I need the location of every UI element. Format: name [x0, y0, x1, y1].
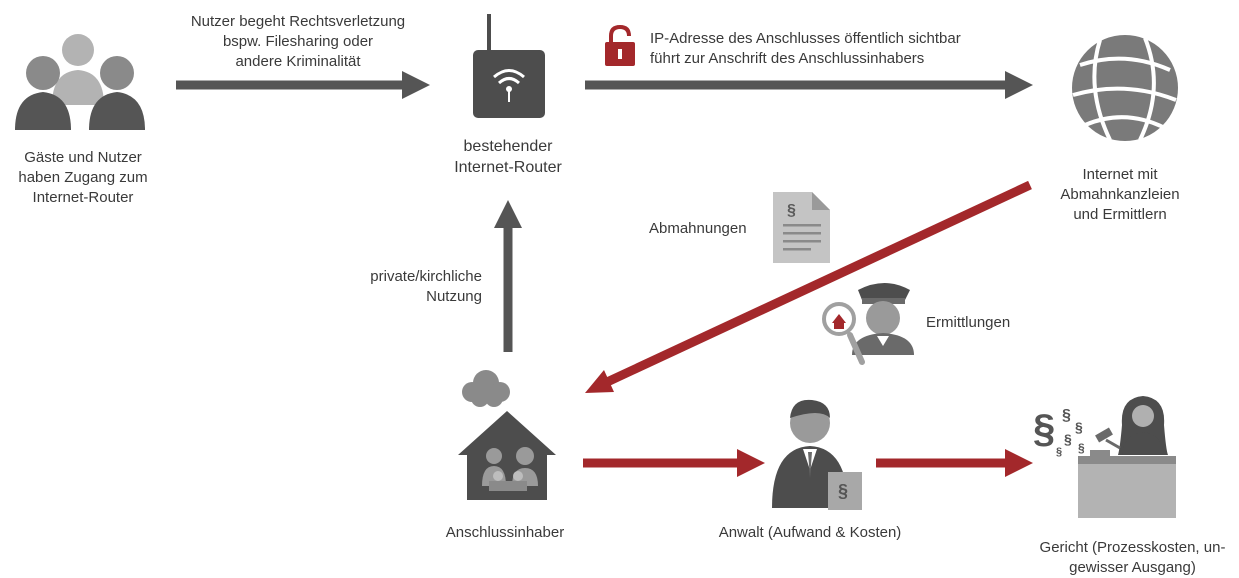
- magnifier-icon: [822, 302, 865, 365]
- court-label: Gericht (Prozesskosten, un- gewisser Aus…: [1039, 539, 1226, 576]
- violation-label: Nutzer begeht Rechtsverletzung bspw. Fil…: [190, 13, 406, 70]
- globe-icon: [1072, 35, 1178, 141]
- router-label: bestehender Internet-Router: [454, 138, 562, 176]
- court-paragraph-5: §: [1056, 446, 1062, 458]
- warnings-label: Abmahnungen: [649, 220, 747, 237]
- document-icon: §: [773, 192, 830, 263]
- arrow-owner-to-lawyer: [583, 449, 765, 477]
- police-icon: [852, 283, 914, 355]
- court-paragraph-1: §: [1062, 407, 1071, 424]
- judge-icon: § § § § § §: [1033, 396, 1176, 518]
- gavel-icon: [1095, 427, 1121, 450]
- lawyer-icon: §: [772, 399, 862, 510]
- owner-label: Anschlussinhaber: [445, 524, 565, 541]
- court-paragraph-2: §: [1075, 419, 1083, 435]
- private-use-label: private/kirchliche Nutzung: [370, 268, 482, 305]
- arrow-owner-to-router: [494, 200, 522, 352]
- cloud-icon: [462, 370, 510, 407]
- court-paragraph-large: §: [1033, 407, 1055, 451]
- people-icon: [15, 34, 145, 130]
- router-icon: [473, 14, 545, 118]
- lawyer-paragraph-sign: §: [838, 481, 848, 501]
- court-paragraph-4: §: [1078, 441, 1085, 455]
- court-paragraph-3: §: [1064, 431, 1072, 447]
- lock-icon: [605, 24, 635, 66]
- arrow-router-to-internet: [585, 71, 1033, 99]
- ip-visible-label: IP-Adresse des Anschlusses öffentlich si…: [650, 30, 961, 67]
- investigations-label: Ermittlungen: [926, 314, 1011, 331]
- document-paragraph-sign: §: [787, 202, 796, 219]
- arrow-lawyer-to-court: [876, 449, 1033, 477]
- lawyer-label: Anwalt (Aufwand & Kosten): [718, 524, 902, 541]
- guests-label: Gäste und Nutzer haben Zugang zum Intern…: [18, 149, 148, 206]
- arrow-internet-to-owner: [585, 180, 1032, 393]
- internet-label: Internet mit Abmahnkanzleien und Ermittl…: [1060, 166, 1180, 223]
- arrow-guests-to-router: [176, 71, 430, 99]
- house-icon: [458, 411, 556, 500]
